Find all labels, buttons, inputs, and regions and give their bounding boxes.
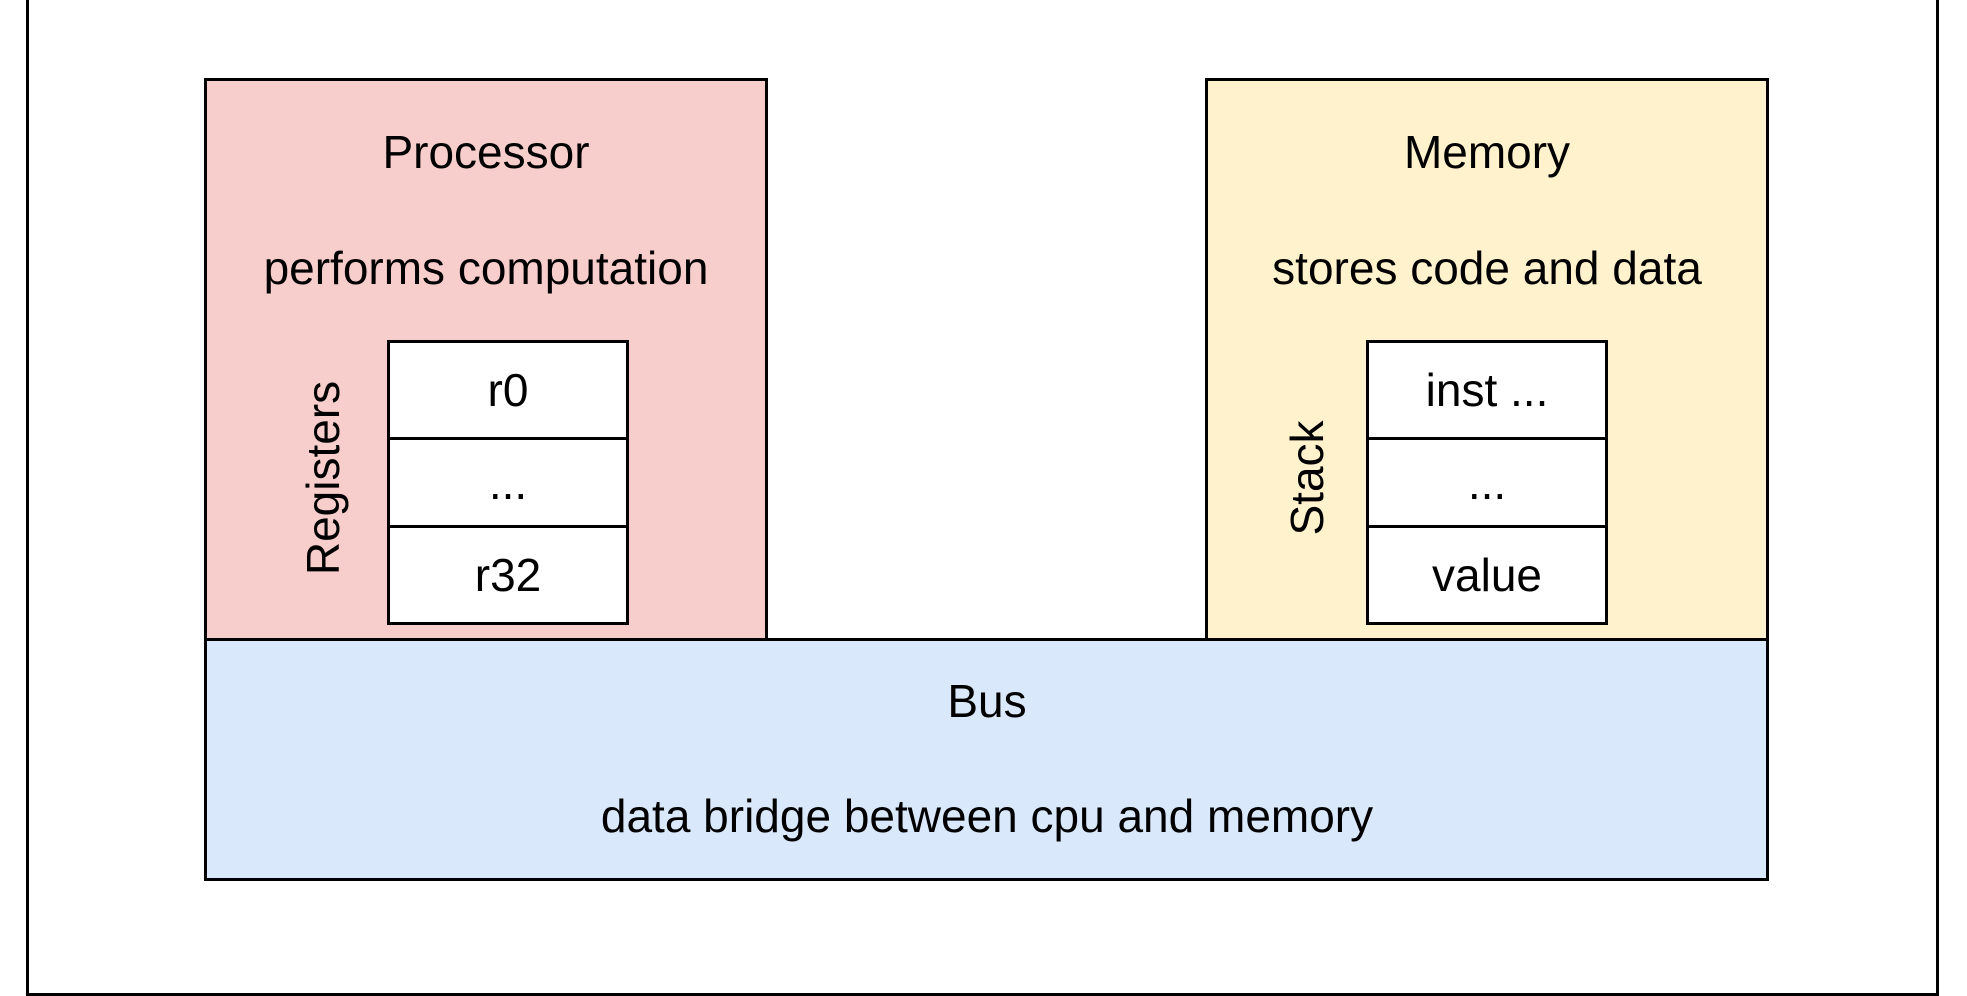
stack-cell: inst ... — [1425, 364, 1549, 416]
register-divider — [390, 525, 626, 528]
register-cell: r32 — [474, 549, 542, 601]
processor-block: Processor performs computation Registers… — [204, 78, 768, 641]
bus-title: Bus — [947, 675, 1027, 727]
stack-divider — [1369, 437, 1605, 440]
register-cell: r0 — [487, 364, 529, 416]
processor-subtitle: performs computation — [263, 242, 709, 294]
memory-block: Memory stores code and data Stack inst .… — [1205, 78, 1769, 641]
memory-stack: inst ... ... value — [1366, 340, 1608, 625]
register-stack: r0 ... r32 — [387, 340, 629, 625]
bus-block: Bus data bridge between cpu and memory — [204, 638, 1769, 881]
stack-cell: ... — [1467, 456, 1507, 509]
stack-cell: value — [1432, 549, 1542, 601]
processor-title: Processor — [382, 126, 590, 178]
registers-label: Registers — [297, 380, 349, 576]
stack-label: Stack — [1281, 420, 1333, 536]
memory-subtitle: stores code and data — [1272, 242, 1702, 294]
register-cell: ... — [488, 456, 528, 509]
stack-divider — [1369, 525, 1605, 528]
register-divider — [390, 437, 626, 440]
bus-subtitle: data bridge between cpu and memory — [600, 790, 1374, 842]
memory-title: Memory — [1403, 126, 1571, 178]
